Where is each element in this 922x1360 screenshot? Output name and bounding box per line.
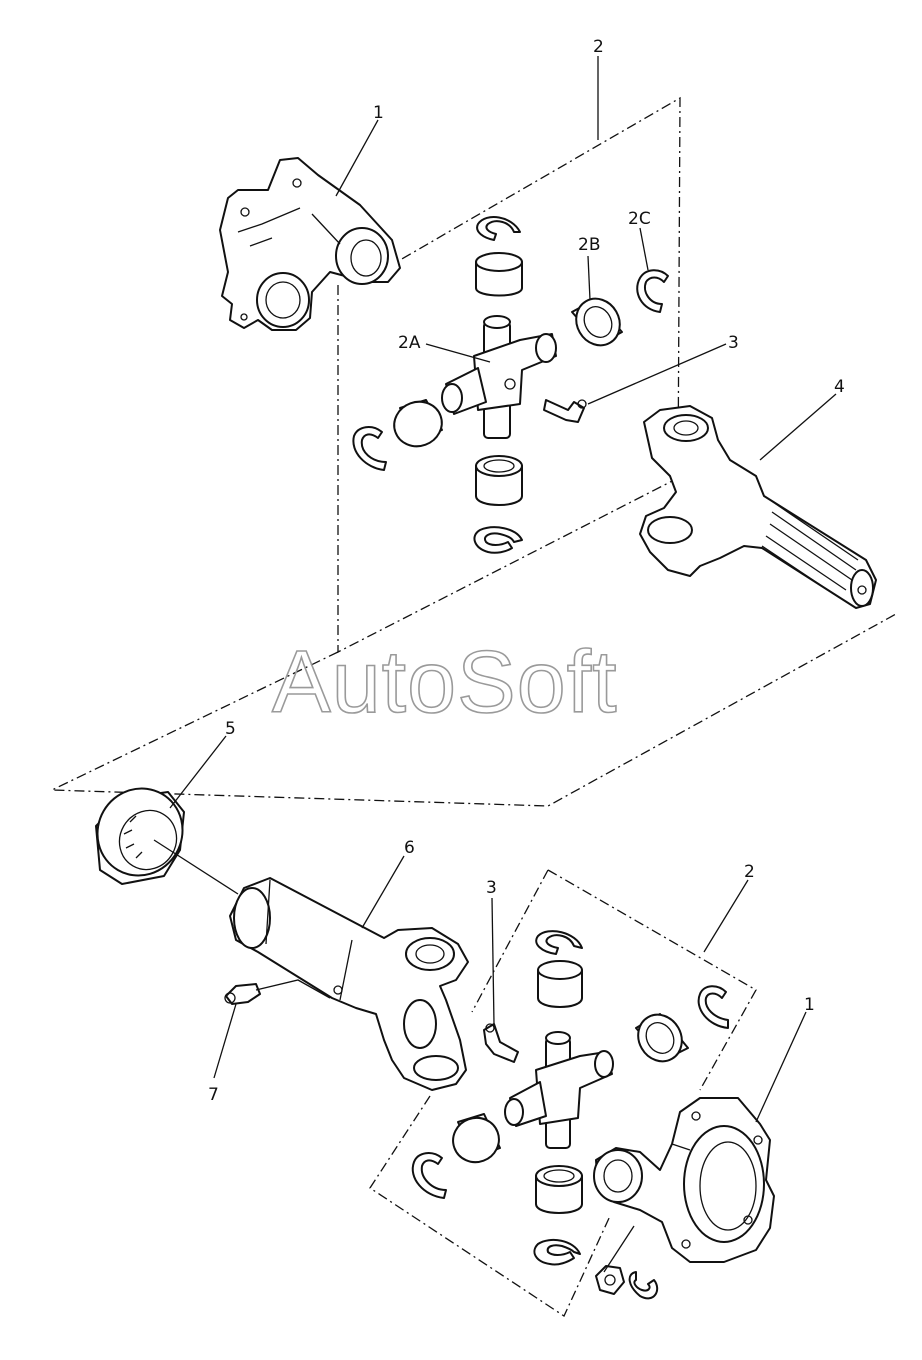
callout-part-2c: 2C — [628, 209, 651, 229]
flange-yoke-icon — [593, 1097, 775, 1263]
bearing-cup-icon — [475, 252, 523, 297]
callout-part-6: 6 — [404, 838, 415, 858]
snap-ring-icon — [411, 1152, 447, 1199]
bearing-cup-icon — [393, 399, 443, 448]
callout-part-2-lower: 2 — [744, 862, 755, 882]
bearing-cup-icon — [452, 1113, 501, 1164]
tube-yoke-icon — [229, 877, 469, 1091]
callout-part-5: 5 — [225, 719, 236, 739]
callout-part-3-lower: 3 — [486, 878, 497, 898]
bearing-cup-icon — [635, 1013, 689, 1063]
bearing-cup-icon — [571, 297, 623, 347]
lower-assembly-outline — [369, 869, 757, 1317]
grease-nipple-icon — [224, 983, 261, 1005]
cross-spider-icon — [504, 1031, 614, 1149]
snap-ring-icon — [352, 426, 387, 471]
snap-ring-icon — [473, 526, 523, 554]
callout-part-2b: 2B — [578, 235, 600, 255]
flange-yoke-icon — [219, 157, 401, 331]
callout-part-2a: 2A — [398, 333, 421, 353]
dust-boot-icon — [95, 787, 185, 885]
grease-nipple-icon — [543, 399, 587, 423]
callout-part-2-upper: 2 — [593, 37, 604, 57]
snap-ring-icon — [476, 216, 521, 241]
callout-part-1-upper: 1 — [373, 103, 384, 123]
callout-part-7: 7 — [208, 1085, 219, 1105]
nut-icon — [595, 1265, 625, 1295]
snap-ring-icon — [535, 930, 583, 955]
bearing-cup-icon — [475, 455, 523, 506]
callout-part-4: 4 — [834, 377, 845, 397]
watermark-text: AutoSoft — [272, 632, 618, 731]
snap-ring-icon — [533, 1238, 581, 1266]
shaft-center-line — [153, 839, 239, 895]
bearing-cup-icon — [537, 960, 583, 1008]
snap-ring-icon — [636, 269, 669, 313]
cross-spider-icon — [441, 315, 557, 439]
callout-part-1-lower: 1 — [804, 995, 815, 1015]
upper-leader-lines — [335, 56, 837, 461]
callout-part-3-upper: 3 — [728, 333, 739, 353]
snap-ring-icon — [697, 985, 729, 1029]
snap-ring-icon — [628, 1271, 659, 1300]
grease-nipple-icon — [483, 1023, 519, 1063]
slip-yoke-icon — [639, 405, 877, 609]
grease-nipple-leader — [255, 979, 331, 999]
lower-leader-lines — [169, 735, 807, 1273]
bearing-cup-icon — [535, 1165, 583, 1214]
